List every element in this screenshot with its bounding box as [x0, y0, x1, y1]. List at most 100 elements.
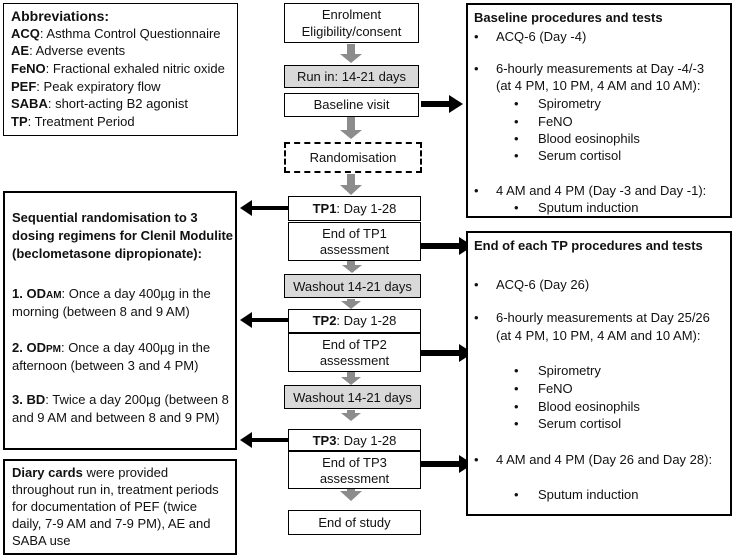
baseline-six-hourly-times: (at 4 PM, 10 PM, 4 AM and 10 AM): — [496, 78, 701, 93]
runin-label: Run in: 14-21 days — [296, 69, 407, 84]
baseline-sputum-time: 4 AM and 4 PM (Day -3 and Day -1): — [496, 183, 707, 198]
eligibility-label: Eligibility/consent — [301, 24, 402, 39]
end-tp3-label: End of TP3 — [322, 455, 387, 470]
diary-line: for documentation of PEF (twice — [12, 499, 197, 514]
abbreviations-title: Abbreviations: — [11, 8, 110, 24]
end-tp3-box: End of TP3 assessment — [288, 451, 421, 489]
bullet-dot: • — [514, 363, 519, 378]
enrolment-box: Enrolment Eligibility/consent — [284, 3, 419, 43]
od-pm-detail: afternoon (between 3 and 4 PM) — [12, 358, 199, 373]
randomisation-title-line: dosing regimens for Clenil Modulite — [12, 228, 234, 243]
baseline-test: Spirometry — [538, 96, 601, 111]
bullet-dot: • — [474, 452, 479, 467]
bullet-dot: • — [514, 148, 519, 163]
randomisation-label: Randomisation — [309, 150, 397, 165]
washout2-label: Washout 14-21 days — [293, 390, 412, 405]
flow-arrows — [340, 44, 362, 501]
end-tp-procedures-box: End of each TP procedures and tests • AC… — [466, 231, 732, 516]
diary-cards-box: Diary cards were provided throughout run… — [3, 459, 237, 555]
arrow-enrol-runin — [340, 44, 362, 63]
arrow-tp3-end — [340, 485, 362, 501]
washout1-box: Washout 14-21 days — [284, 274, 421, 298]
randomisation-title-line: (beclometasone dipropionate): — [12, 246, 202, 261]
randomisation-title-line: Sequential randomisation to 3 — [12, 210, 198, 225]
baseline-test: Blood eosinophils — [538, 131, 640, 146]
randomisation-box: Randomisation — [284, 142, 422, 173]
arrow-baseline-random — [340, 117, 362, 139]
arrow-washout-tp3 — [341, 410, 361, 421]
end-tp-sputum: Sputum induction — [538, 487, 639, 502]
baseline-visit-label: Baseline visit — [313, 97, 390, 112]
bd-line: 3. BD: Twice a day 200µg (between 8 — [12, 392, 229, 407]
od-am-detail: morning (between 8 and 9 AM) — [12, 304, 190, 319]
arrow-tp2-washout — [341, 372, 361, 385]
arrow-tp1-washout — [342, 261, 362, 273]
baseline-test: Serum cortisol — [538, 148, 622, 163]
end-tp-acq: ACQ-6 (Day 26) — [496, 277, 590, 292]
end-tp-title: End of each TP procedures and tests — [474, 238, 703, 253]
bd-detail: and 9 AM and between 8 and 9 PM) — [12, 410, 220, 425]
end-tp3-assessment: assessment — [319, 471, 390, 486]
arrow-tp1-left — [240, 200, 288, 216]
bullet-dot: • — [514, 416, 519, 431]
arrow-random-tp1 — [340, 174, 362, 195]
end-study-box: End of study — [288, 510, 421, 535]
abbreviations-box: Abbreviations: ACQ: Asthma Control Quest… — [3, 3, 238, 136]
arrow-tp3-right — [421, 455, 473, 473]
od-pm-line: 2. ODPM: Once a day 400µg in the — [12, 340, 211, 355]
tp1-label: TP1: Day 1-28 — [312, 201, 397, 216]
end-tp-test: Blood eosinophils — [538, 399, 640, 414]
baseline-six-hourly: 6-hourly measurements at Day -4/-3 — [496, 61, 705, 76]
baseline-sputum: Sputum induction — [538, 200, 639, 215]
od-am-line: 1. ODAM: Once a day 400µg in the — [12, 286, 211, 301]
bullet-dot: • — [474, 183, 479, 198]
diary-line: Diary cards were provided — [12, 465, 169, 480]
end-tp2-box: End of TP2 assessment — [288, 333, 421, 372]
bullet-dot: • — [514, 399, 519, 414]
end-tp1-assessment: assessment — [319, 242, 390, 257]
baseline-visit-box: Baseline visit — [284, 93, 419, 117]
baseline-acq: ACQ-6 (Day -4) — [496, 29, 587, 44]
arrow-tp2-right — [421, 344, 473, 362]
bullet-dot: • — [514, 131, 519, 146]
bullet-dot: • — [474, 277, 479, 292]
arrow-tp2-left — [240, 312, 288, 328]
baseline-test: FeNO — [538, 114, 573, 129]
arrow-washout-tp2 — [341, 299, 361, 309]
washout1-label: Washout 14-21 days — [293, 279, 412, 294]
arrow-baseline-right — [421, 95, 463, 113]
end-tp-six-hourly-times: (at 4 PM, 10 PM, 4 AM and 10 AM): — [496, 328, 701, 343]
bullet-dot: • — [514, 381, 519, 396]
end-tp1-label: End of TP1 — [322, 226, 387, 241]
tp2-label: TP2: Day 1-28 — [312, 313, 397, 328]
abbrev-item: PEF: Peak expiratory flow — [11, 79, 161, 94]
abbrev-item: AE: Adverse events — [11, 43, 126, 58]
bullet-dot: • — [514, 96, 519, 111]
end-tp-sputum-time: 4 AM and 4 PM (Day 26 and Day 28): — [496, 452, 713, 467]
abbrev-item: ACQ: Asthma Control Questionnaire — [11, 26, 221, 41]
baseline-title: Baseline procedures and tests — [474, 10, 663, 25]
diary-line: throughout run in, treatment periods — [12, 482, 219, 497]
abbrev-item: TP: Treatment Period — [11, 114, 135, 129]
tp3-label: TP3: Day 1-28 — [312, 433, 397, 448]
arrow-tp3-left — [240, 432, 288, 448]
bullet-dot: • — [514, 487, 519, 502]
bullet-dot: • — [474, 29, 479, 44]
abbrev-item: SABA: short-acting B2 agonist — [11, 96, 189, 111]
bullet-dot: • — [474, 61, 479, 76]
end-tp2-label: End of TP2 — [322, 337, 387, 352]
side-arrows — [240, 95, 473, 473]
runin-box: Run in: 14-21 days — [284, 65, 419, 88]
end-tp1-box: End of TP1 assessment — [288, 222, 421, 261]
bullet-dot: • — [514, 200, 519, 215]
tp1-box: TP1: Day 1-28 — [288, 196, 421, 221]
tp3-box: TP3: Day 1-28 — [288, 429, 421, 451]
diary-line: daily, 7-9 AM and 7-9 PM), AE and — [12, 516, 211, 531]
baseline-procedures-box: Baseline procedures and tests • ACQ-6 (D… — [466, 3, 732, 218]
end-tp-test: Spirometry — [538, 363, 601, 378]
end-tp-test: FeNO — [538, 381, 573, 396]
end-study-label: End of study — [318, 515, 391, 530]
end-tp-test: Serum cortisol — [538, 416, 622, 431]
bullet-dot: • — [474, 310, 479, 325]
